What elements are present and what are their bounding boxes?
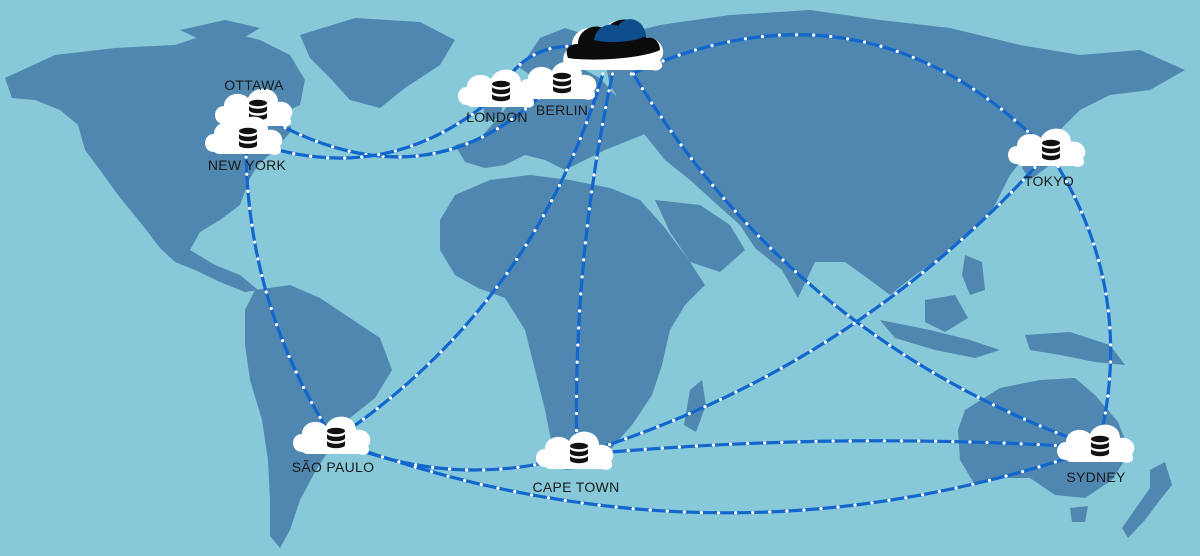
landmass-africa bbox=[440, 175, 705, 470]
landmass-new-zealand bbox=[1122, 462, 1172, 538]
landmass-europe bbox=[455, 65, 655, 170]
link-line bbox=[576, 439, 1099, 457]
hub-cloud-icon bbox=[563, 19, 664, 71]
cloud-node-london bbox=[458, 69, 536, 108]
link-dots bbox=[629, 33, 1051, 154]
cloud-icon bbox=[1057, 424, 1135, 463]
landmass-arctic-islands bbox=[180, 20, 260, 42]
city-label-london: LONDON bbox=[466, 109, 528, 125]
database-icon bbox=[1042, 139, 1060, 161]
city-label-saopaulo: SÃO PAULO bbox=[292, 459, 375, 475]
database-icon bbox=[492, 80, 510, 102]
landmass-asia bbox=[600, 10, 1185, 298]
landmass-philippines bbox=[962, 255, 985, 295]
landmass-north-america bbox=[5, 30, 305, 292]
link-hub-sydney bbox=[631, 72, 1100, 450]
link-line bbox=[631, 73, 1099, 450]
link-london-newyork bbox=[244, 91, 501, 160]
link-capetown-sydney bbox=[575, 439, 1100, 457]
database-icon bbox=[327, 427, 345, 449]
link-line bbox=[576, 150, 1051, 457]
city-label-capetown: CAPE TOWN bbox=[533, 479, 620, 495]
cloud-icon bbox=[205, 116, 283, 155]
city-label-ottawa: OTTAWA bbox=[224, 77, 284, 93]
continents bbox=[5, 10, 1185, 548]
link-hub-saopaulo bbox=[332, 72, 605, 442]
city-label-tokyo: TOKYO bbox=[1024, 173, 1074, 189]
landmass-new-guinea bbox=[1025, 332, 1125, 365]
link-dots bbox=[574, 72, 615, 457]
landmass-indonesia bbox=[880, 320, 1000, 358]
cloud-node-berlin bbox=[519, 61, 597, 100]
cloud-node-sydney bbox=[1057, 424, 1135, 463]
hub-cloud-top bbox=[594, 19, 646, 43]
landmass-greenland bbox=[300, 18, 455, 108]
link-dots bbox=[1047, 150, 1113, 450]
city-label-sydney: SYDNEY bbox=[1066, 469, 1126, 485]
link-hub-tokyo bbox=[629, 33, 1051, 154]
link-hub-capetown bbox=[574, 72, 615, 457]
city-label-newyork: NEW YORK bbox=[208, 157, 287, 173]
landmass-borneo bbox=[925, 295, 968, 332]
database-icon bbox=[553, 72, 571, 94]
database-icon bbox=[239, 127, 257, 149]
link-line bbox=[333, 73, 605, 442]
database-icon bbox=[1091, 435, 1109, 457]
cloud-node-saopaulo bbox=[293, 416, 371, 455]
network-nodes: OTTAWA NEW YORK LONDON BERLIN TOKYO SÃO PAULO… bbox=[205, 19, 1135, 495]
link-line bbox=[244, 139, 336, 441]
cloud-icon bbox=[293, 416, 371, 455]
cloud-icon bbox=[215, 88, 293, 127]
link-newyork-saopaulo bbox=[244, 138, 336, 442]
link-capetown-tokyo bbox=[575, 150, 1051, 457]
link-dots bbox=[497, 44, 586, 95]
landmass-arabia bbox=[655, 200, 745, 272]
city-label-berlin: BERLIN bbox=[536, 102, 588, 118]
cloud-icon bbox=[519, 61, 597, 100]
database-icon bbox=[570, 442, 588, 464]
link-tokyo-sydney bbox=[1047, 150, 1113, 450]
cloud-node-newyork bbox=[205, 116, 283, 155]
link-saopaulo-sydney bbox=[332, 438, 1100, 515]
landmass-madagascar bbox=[684, 380, 706, 432]
cloud-node-tokyo bbox=[1008, 128, 1086, 167]
link-dots bbox=[254, 45, 586, 159]
cloud-node-capetown bbox=[536, 431, 614, 470]
link-dots bbox=[244, 91, 501, 160]
link-dots bbox=[332, 438, 1100, 515]
cloud-icon bbox=[1008, 128, 1086, 167]
cloud-icon bbox=[536, 431, 614, 470]
cloud-node-ottawa bbox=[215, 88, 293, 127]
cloud-icon bbox=[458, 69, 536, 108]
landmass-tasmania bbox=[1070, 506, 1088, 522]
